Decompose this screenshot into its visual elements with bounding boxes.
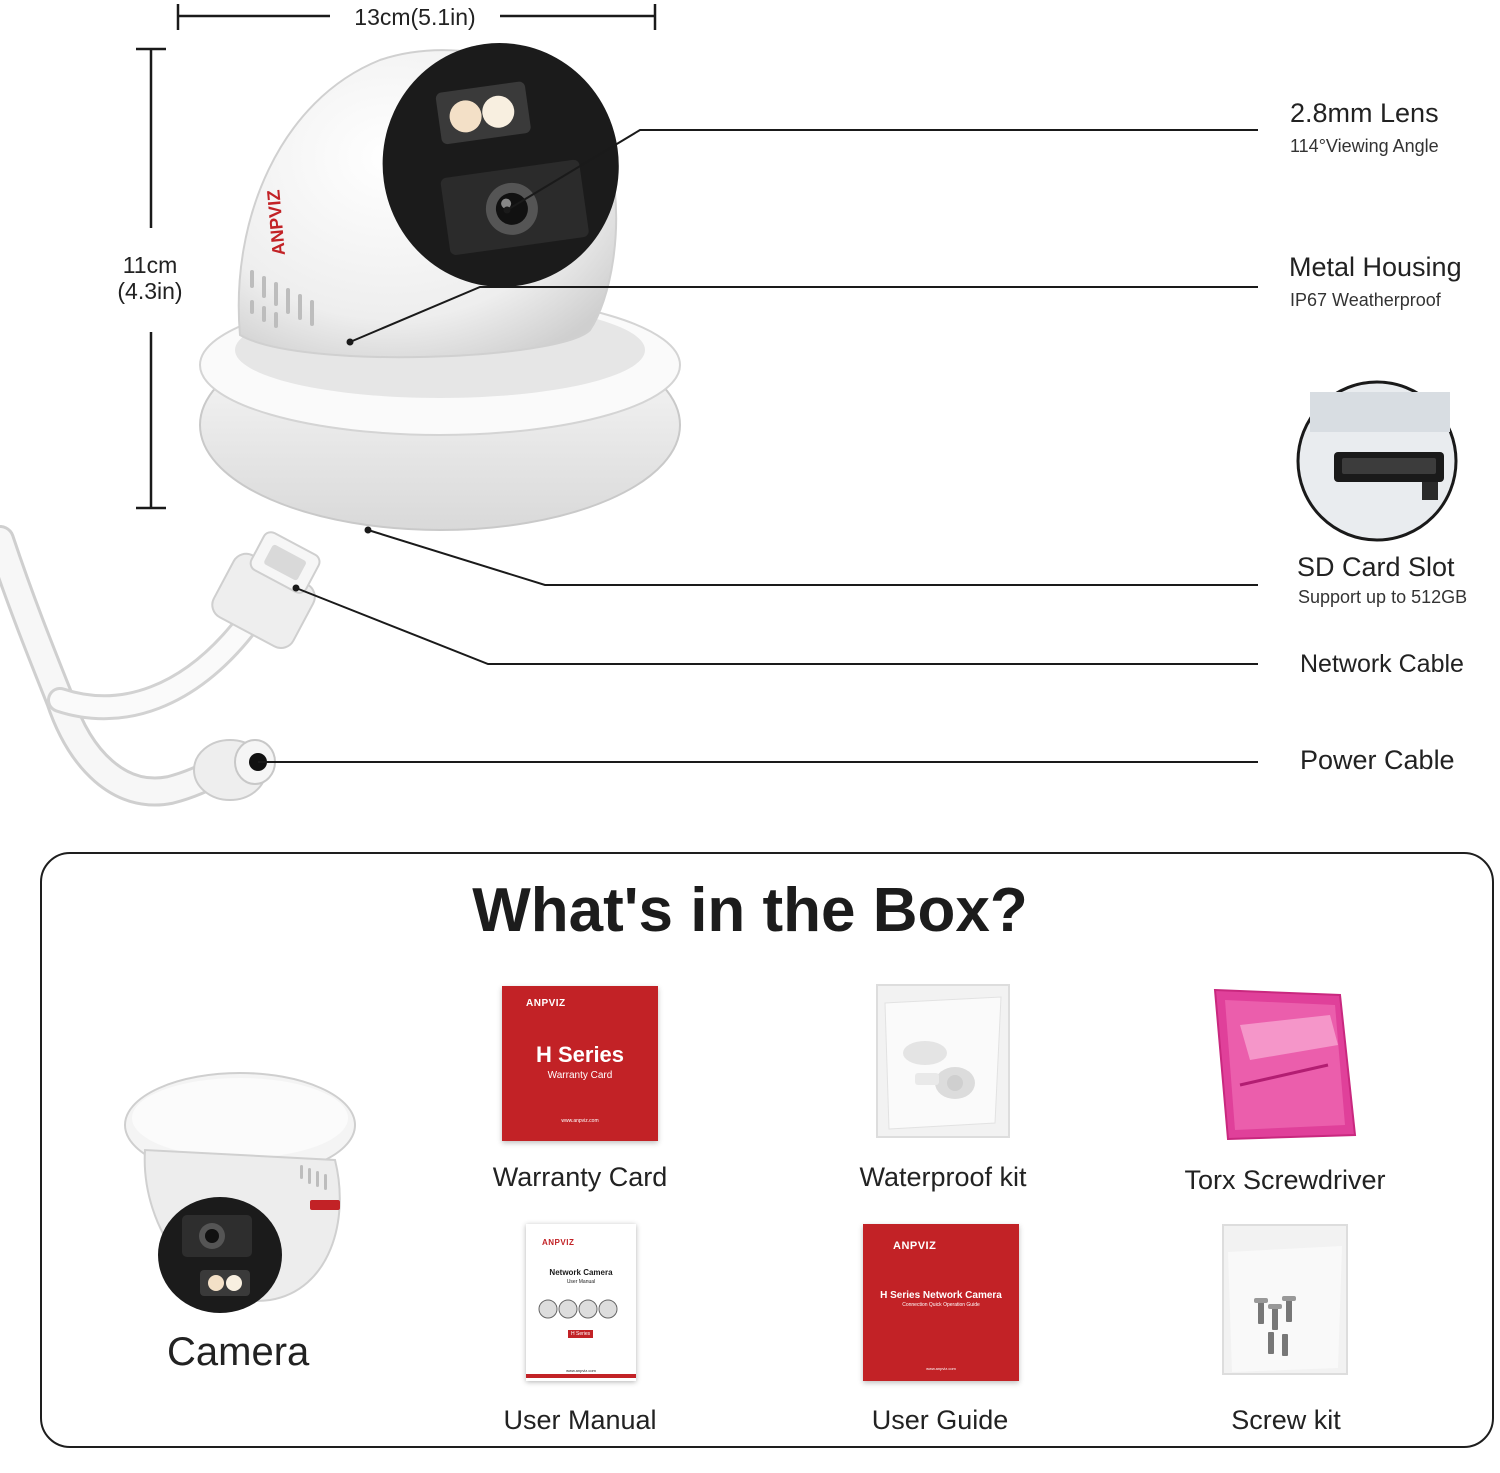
sd-card-callout-title: SD Card Slot [1297, 552, 1455, 582]
user-manual-title: Network Camera [549, 1268, 613, 1277]
height-dimension-label-line2: (4.3in) [117, 278, 183, 304]
lens-callout-subtitle: 114°Viewing Angle [1290, 136, 1439, 156]
camera-diagram: ANPVIZ [0, 4, 1458, 807]
user-manual-logo: ANPVIZ [542, 1238, 575, 1247]
width-dimension [176, 4, 657, 30]
height-dimension-label-line1: 11cm [122, 252, 178, 278]
user-guide-url: www.anpviz.com [926, 1366, 956, 1371]
camera-thumbnail [124, 1072, 356, 1313]
housing-callout-subtitle: IP67 Weatherproof [1290, 290, 1441, 310]
sd-card-callout-subtitle: Support up to 512GB [1298, 587, 1468, 607]
lens-callout-title: 2.8mm Lens [1290, 98, 1439, 128]
warranty-card-logo: ANPVIZ [526, 998, 566, 1009]
user-manual-label: User Manual [503, 1405, 657, 1435]
torx-screwdriver-image [1213, 988, 1357, 1140]
leader-lines [258, 129, 1258, 763]
torx-screwdriver-label: Torx Screwdriver [1184, 1165, 1386, 1195]
camera-drawing: ANPVIZ [199, 43, 681, 531]
network-cable-callout-title: Network Cable [1300, 650, 1464, 678]
user-manual-subtitle: User Manual [566, 1279, 596, 1285]
warranty-card-title: H Series [535, 1042, 625, 1067]
waterproof-kit-image [876, 984, 1010, 1138]
user-manual-tag: H Series [568, 1330, 594, 1338]
user-guide-label: User Guide [871, 1405, 1009, 1435]
user-guide-subtitle: Connection Quick Operation Guide [902, 1302, 980, 1308]
sd-card-slot-zoom [1296, 380, 1458, 542]
whats-in-box-title: What's in the Box? [472, 876, 1028, 945]
warranty-card-subtitle: Warranty Card [547, 1070, 613, 1081]
width-dimension-label: 13cm(5.1in) [354, 4, 476, 30]
height-dimension [136, 47, 166, 510]
user-guide-image: ANPVIZ H Series Network Camera Connectio… [863, 1224, 1019, 1381]
user-guide-title: H Series Network Camera [880, 1290, 1002, 1301]
power-connector [193, 739, 276, 801]
cable-drawing [0, 525, 321, 807]
waterproof-kit-label: Waterproof kit [859, 1162, 1027, 1192]
user-guide-logo: ANPVIZ [893, 1240, 937, 1252]
power-cable-callout-title: Power Cable [1300, 745, 1455, 775]
screw-kit-image [1222, 1224, 1348, 1375]
user-manual-url: www.anpviz.com [566, 1368, 596, 1373]
screw-kit-label: Screw kit [1231, 1405, 1341, 1435]
network-connector [211, 531, 321, 649]
user-manual-image: ANPVIZ Network Camera User Manual H Seri… [526, 1224, 636, 1381]
camera-label: Camera [167, 1330, 310, 1374]
warranty-card-url: www.anpviz.com [561, 1118, 599, 1124]
warranty-card-image: ANPVIZ H Series Warranty Card www.anpviz… [502, 986, 658, 1141]
warranty-card-label: Warranty Card [492, 1162, 668, 1192]
housing-callout-title: Metal Housing [1289, 252, 1462, 282]
